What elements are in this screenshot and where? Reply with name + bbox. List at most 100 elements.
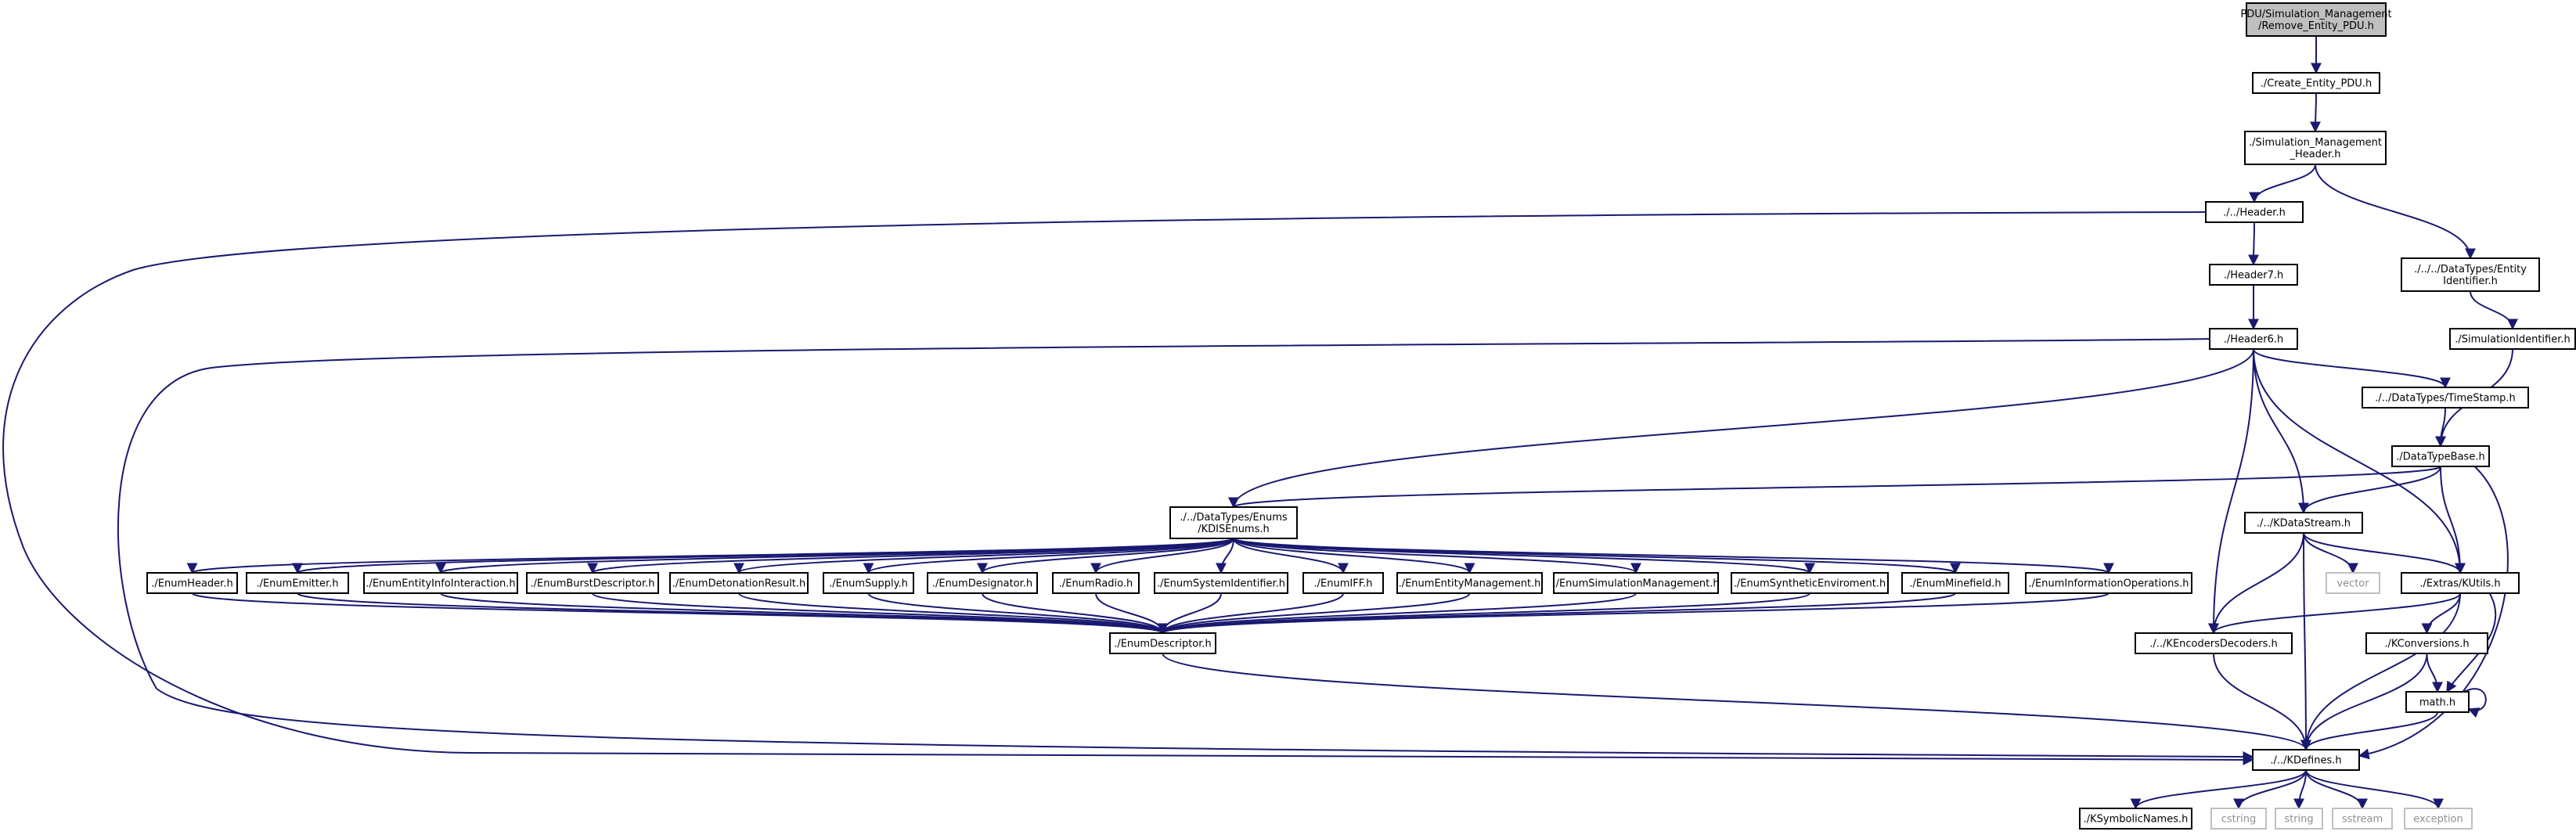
node-kutils[interactable]: ./Extras/KUtils.h: [2401, 572, 2520, 594]
node-label: ./EnumInformationOperations.h: [2029, 578, 2189, 590]
node-box[interactable]: [2135, 632, 2293, 654]
edge-kdisenums-to-enumburst: [587, 538, 1234, 574]
node-box[interactable]: [1154, 572, 1288, 594]
node-box[interactable]: [2209, 328, 2298, 350]
node-box[interactable]: [2332, 808, 2393, 830]
node-enumradio[interactable]: ./EnumRadio.h: [1052, 572, 1140, 594]
node-box[interactable]: [2246, 2, 2387, 37]
node-enumentitymgmt[interactable]: ./EnumEntityManagement.h: [1396, 572, 1543, 594]
node-box[interactable]: [2391, 445, 2490, 467]
node-kdefines[interactable]: ./../KDefines.h: [2252, 749, 2360, 771]
node-box[interactable]: [2405, 691, 2470, 713]
node-box[interactable]: [2404, 808, 2473, 830]
node-box[interactable]: [2401, 257, 2540, 292]
node-kdatastream[interactable]: ./../KDataStream.h: [2244, 512, 2363, 534]
node-enumsysid[interactable]: ./EnumSystemIdentifier.h: [1154, 572, 1288, 594]
node-box[interactable]: [246, 572, 349, 594]
node-box[interactable]: [823, 572, 914, 594]
node-label: ./SimulationIdentifier.h: [2455, 334, 2571, 346]
node-enumdescriptor[interactable]: ./EnumDescriptor.h: [1109, 632, 1216, 654]
node-kconversions[interactable]: ./KConversions.h: [2365, 632, 2488, 654]
node-enumburst[interactable]: ./EnumBurstDescriptor.h: [526, 572, 659, 594]
node-kdisenums[interactable]: ./../DataTypes/Enums/KDISEnums.h: [1169, 506, 1298, 539]
node-create[interactable]: ./Create_Entity_PDU.h: [2252, 72, 2380, 94]
node-enuminfoops[interactable]: ./EnumInformationOperations.h: [2025, 572, 2192, 594]
edge-timestamp-to-datatypebase: [2435, 407, 2447, 448]
node-box[interactable]: [2365, 632, 2488, 654]
node-header6[interactable]: ./Header6.h: [2209, 328, 2298, 350]
node-box[interactable]: [363, 572, 518, 594]
node-box[interactable]: [2362, 387, 2529, 409]
node-box[interactable]: [2275, 808, 2323, 830]
edge-datatypebase-to-kdisenums: [1228, 466, 2441, 509]
node-box[interactable]: [2252, 72, 2380, 94]
node-box[interactable]: [1052, 572, 1140, 594]
node-cstring[interactable]: cstring: [2210, 808, 2267, 830]
node-enumdetonation[interactable]: ./EnumDetonationResult.h: [669, 572, 809, 594]
node-box[interactable]: [2025, 572, 2192, 594]
node-label: PDU/Simulation_Management: [2240, 9, 2391, 20]
node-timestamp[interactable]: ./../DataTypes/TimeStamp.h: [2362, 387, 2529, 409]
node-box[interactable]: [146, 572, 238, 594]
node-enumiff[interactable]: ./EnumIFF.h: [1302, 572, 1384, 594]
node-datatypebase[interactable]: ./DataTypeBase.h: [2391, 445, 2490, 467]
node-box[interactable]: [2252, 749, 2360, 771]
node-vector[interactable]: vector: [2326, 572, 2380, 594]
node-label: ./Extras/KUtils.h: [2419, 578, 2500, 590]
node-box[interactable]: [2210, 808, 2267, 830]
node-label: ./EnumMinefield.h: [1909, 578, 2001, 590]
node-enumminefield[interactable]: ./EnumMinefield.h: [1901, 572, 2009, 594]
node-box[interactable]: [2401, 572, 2520, 594]
node-header7[interactable]: ./Header7.h: [2209, 264, 2298, 286]
node-header[interactable]: ./../Header.h: [2205, 201, 2304, 223]
node-box[interactable]: [1169, 506, 1298, 539]
node-box[interactable]: [2244, 512, 2363, 534]
node-simhdr[interactable]: ./Simulation_Management_Header.h: [2244, 131, 2387, 165]
node-enumentityinfo[interactable]: ./EnumEntityInfoInteraction.h: [363, 572, 518, 594]
node-exception[interactable]: exception: [2404, 808, 2473, 830]
node-label: ./Header6.h: [2224, 334, 2284, 346]
node-label: _Header.h: [2289, 149, 2340, 160]
node-box[interactable]: [2205, 201, 2304, 223]
node-enumsimmgmt[interactable]: ./EnumSimulationManagement.h: [1552, 572, 1720, 594]
node-simid[interactable]: ./SimulationIdentifier.h: [2449, 328, 2576, 350]
node-box[interactable]: [1553, 572, 1719, 594]
node-box[interactable]: [2326, 572, 2380, 594]
edge-kdefines-to-ksymbolic: [2130, 769, 2307, 810]
node-box[interactable]: [2209, 264, 2298, 286]
node-string[interactable]: string: [2275, 808, 2323, 830]
node-box[interactable]: [526, 572, 659, 594]
node-box[interactable]: [2244, 131, 2387, 165]
node-kencoders[interactable]: ./../KEncodersDecoders.h: [2135, 632, 2293, 654]
node-box[interactable]: [1901, 572, 2009, 594]
node-enumsupply[interactable]: ./EnumSupply.h: [823, 572, 914, 594]
node-box[interactable]: [2079, 808, 2192, 830]
node-enumemitter[interactable]: ./EnumEmitter.h: [246, 572, 349, 594]
node-box[interactable]: [1109, 632, 1216, 654]
node-label: string: [2284, 814, 2313, 826]
node-box[interactable]: [927, 572, 1038, 594]
edge-header-to-kdefines: [2, 211, 2254, 765]
node-box[interactable]: [1302, 572, 1384, 594]
edge-datatypebase-to-kdefines: [2358, 466, 2509, 760]
edge-datatypebase-to-kdatastream: [2298, 466, 2441, 514]
node-box[interactable]: [1731, 572, 1889, 594]
edge-kdefines-to-cstring: [2233, 769, 2307, 810]
node-label: ./EnumEmitter.h: [256, 578, 338, 590]
edge-kutils-to-kencoders: [2208, 592, 2461, 635]
node-box[interactable]: [1396, 572, 1543, 594]
node-enumdesignator[interactable]: ./EnumDesignator.h: [927, 572, 1038, 594]
node-enumsynth[interactable]: ./EnumSyntheticEnviroment.h: [1731, 572, 1889, 594]
node-box[interactable]: [669, 572, 809, 594]
node-remove[interactable]: PDU/Simulation_Management/Remove_Entity_…: [2240, 2, 2392, 37]
node-label: ./KConversions.h: [2384, 639, 2469, 650]
node-box[interactable]: [2449, 328, 2576, 350]
node-ksymbolic[interactable]: ./KSymbolicNames.h: [2079, 808, 2192, 830]
edge-enumburst-to-enumdescriptor: [592, 592, 1169, 635]
node-enumheader[interactable]: ./EnumHeader.h: [146, 572, 238, 594]
node-sstream[interactable]: sstream: [2332, 808, 2393, 830]
node-label: ./../KDataStream.h: [2257, 518, 2351, 530]
node-math[interactable]: math.h: [2405, 691, 2470, 713]
